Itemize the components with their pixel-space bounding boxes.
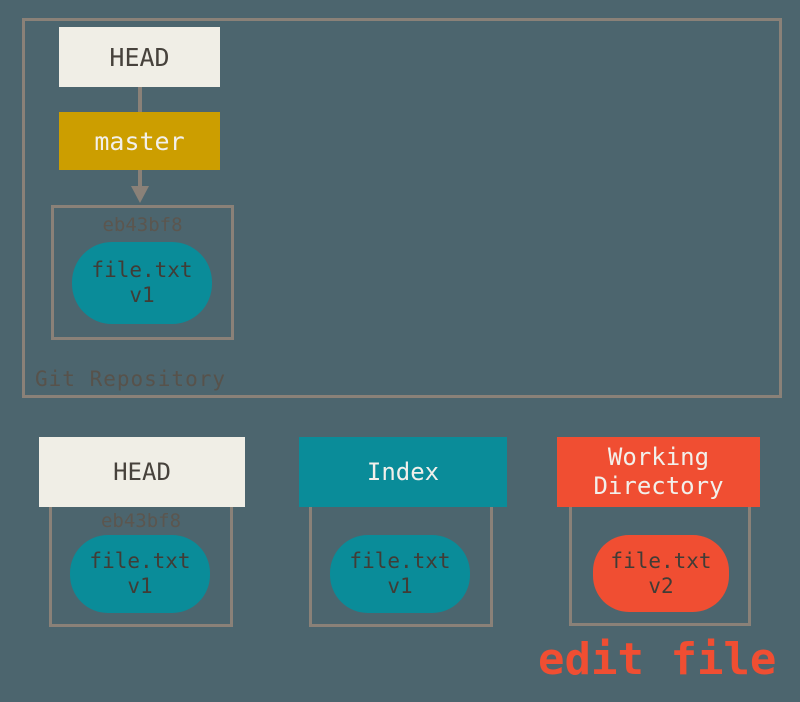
commit-box: eb43bf8 file.txt v1 (51, 205, 234, 340)
git-repository-container: Git Repository (22, 18, 782, 398)
blob-version: v1 (129, 283, 155, 307)
head-area-box: HEAD (39, 437, 245, 507)
master-to-commit-connector (138, 170, 142, 187)
index-file-blob: file.txt v1 (330, 535, 470, 613)
head-file-blob: file.txt v1 (70, 535, 210, 613)
master-branch-box: master (59, 112, 220, 170)
git-repository-label: Git Repository (35, 367, 227, 391)
blob-filename: file.txt (91, 258, 193, 282)
working-directory-area-box: Working Directory (557, 437, 760, 507)
blob-version: v2 (648, 573, 674, 598)
head-to-master-connector (138, 87, 142, 112)
working-directory-file-blob: file.txt v2 (593, 535, 729, 612)
blob-filename: file.txt (89, 549, 191, 573)
head-ref-box: HEAD (59, 27, 220, 87)
blob-version: v1 (387, 574, 413, 598)
edit-file-annotation: edit file (538, 634, 777, 685)
blob-filename: file.txt (610, 548, 712, 573)
index-area-box: Index (299, 437, 507, 507)
blob-version: v1 (127, 574, 153, 598)
commit-hash: eb43bf8 (102, 214, 183, 236)
head-commit-hash: eb43bf8 (100, 510, 182, 532)
arrowhead-icon (131, 186, 149, 203)
commit-file-blob: file.txt v1 (72, 242, 212, 324)
blob-filename: file.txt (349, 549, 451, 573)
